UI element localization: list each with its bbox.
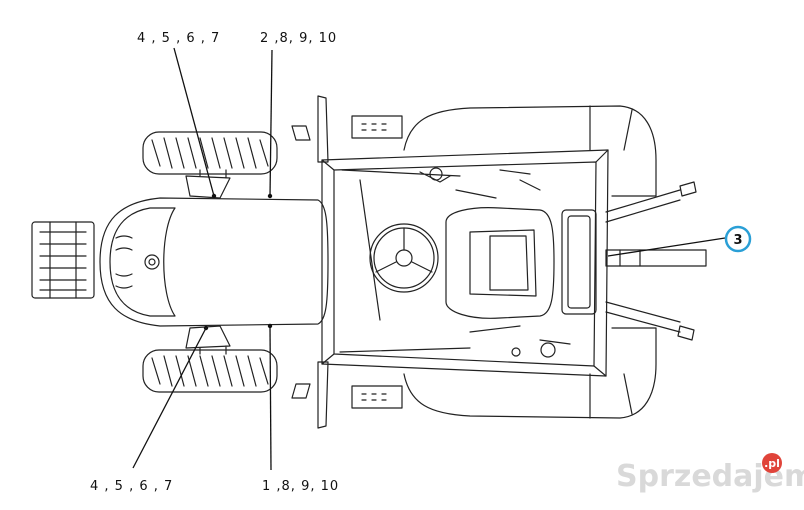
rear-panel xyxy=(561,209,597,315)
leader-bottom-right xyxy=(269,325,272,471)
part-badge-number: 3 xyxy=(733,233,742,248)
rear-fender-top xyxy=(403,105,657,197)
leader-bottom-left xyxy=(132,327,207,469)
step-bottom xyxy=(351,385,403,409)
callout-bottom-right: 1 ,8, 9, 10 xyxy=(262,479,339,494)
front-axle-top xyxy=(185,169,231,199)
front-weight xyxy=(31,221,95,299)
cab-frame xyxy=(321,149,609,377)
callout-top-right: 2 ,8, 9, 10 xyxy=(260,31,337,46)
step-top xyxy=(351,115,403,139)
leader-top-left xyxy=(173,47,215,197)
part-badge: 3 xyxy=(724,225,752,253)
front-tire-bottom xyxy=(142,349,278,393)
steering-wheel xyxy=(369,223,439,293)
mirror-arm-bottom xyxy=(291,361,329,429)
callout-top-left: 4 , 5 , 6 , 7 xyxy=(137,31,220,46)
hood xyxy=(99,197,329,327)
watermark-dot-icon xyxy=(762,453,782,473)
rear-fender-bottom xyxy=(403,327,657,419)
watermark: Sprzedajemy .pl xyxy=(616,453,804,494)
watermark-dot-text: .pl xyxy=(764,457,780,470)
rear-hitch xyxy=(605,181,707,341)
leader-badge xyxy=(607,237,726,257)
mirror-arm-top xyxy=(291,95,329,163)
leader-top-right xyxy=(269,49,273,197)
front-axle-bottom xyxy=(185,325,231,355)
callout-bottom-left: 4 , 5 , 6 , 7 xyxy=(90,479,173,494)
front-tire-top xyxy=(142,131,278,175)
seat xyxy=(445,207,555,319)
